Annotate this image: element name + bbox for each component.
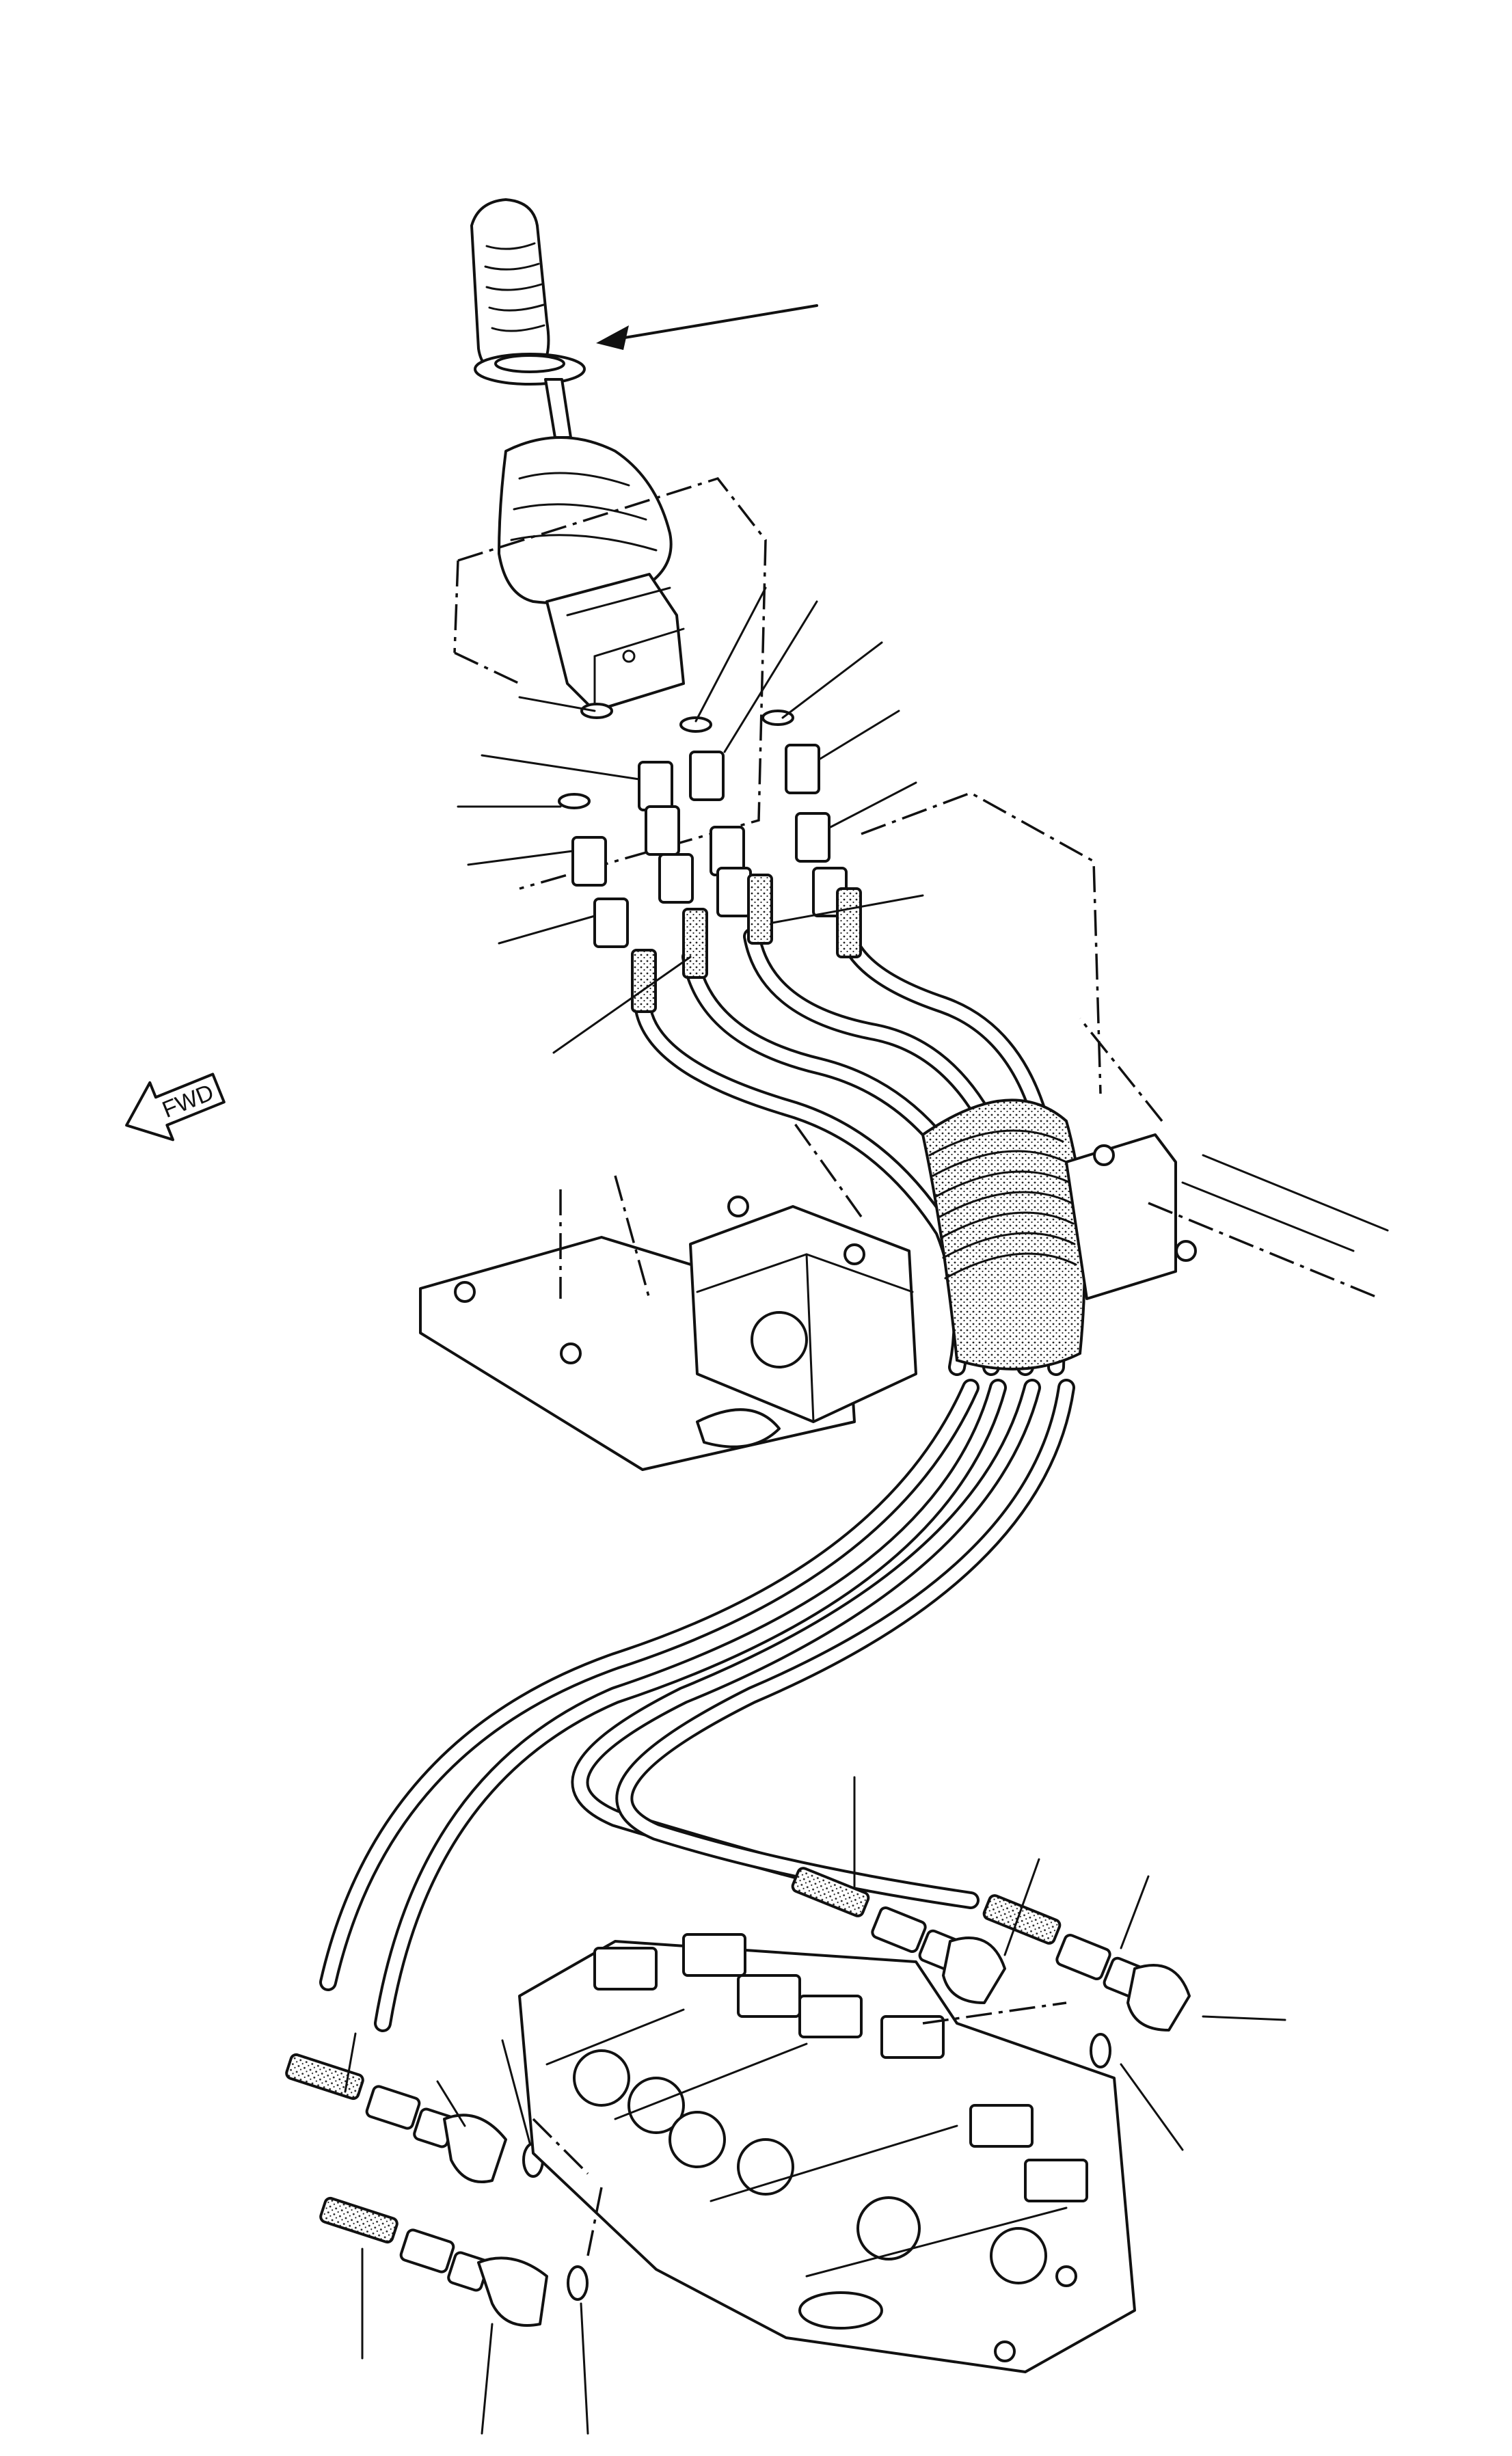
arrow-left-icon [125,1072,226,1142]
fwd-direction-marker: FWD [125,1072,226,1142]
lower-hose-runs [285,1379,1075,2244]
leader-lines [344,586,1286,2435]
lower-fittings [365,1906,1191,2327]
console-mount-base [419,792,1389,1471]
joystick-lever [470,198,673,605]
control-valve-assembly [518,1933,1136,2373]
upper-fittings [558,703,848,948]
protective-sleeve [921,1098,1086,1371]
pilot-valve-housing [453,476,767,890]
lever-callout-arrow [596,304,818,350]
